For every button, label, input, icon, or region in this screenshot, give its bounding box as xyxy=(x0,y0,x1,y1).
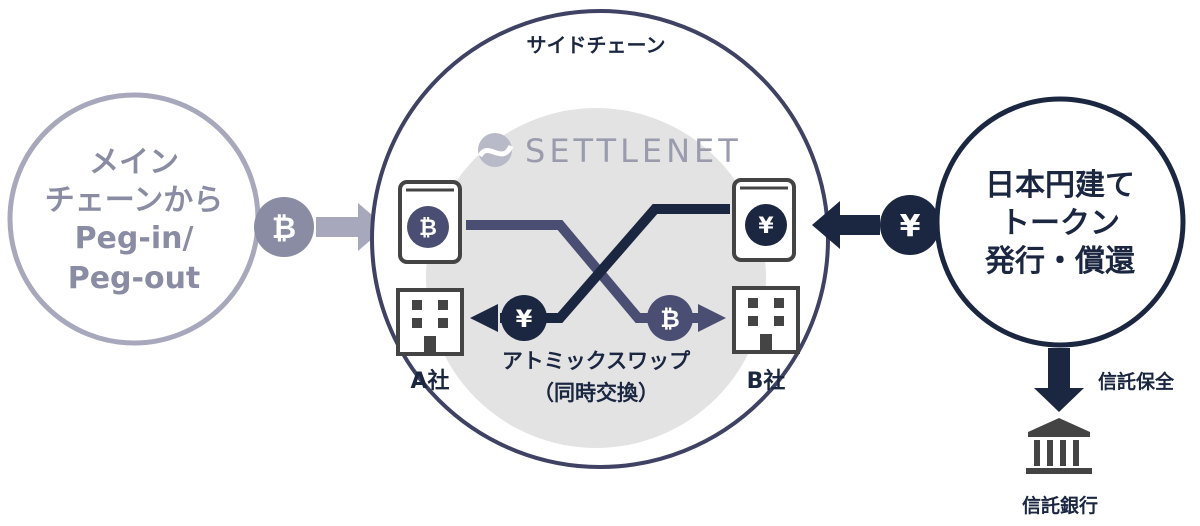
yen-symbol: ¥ xyxy=(516,305,533,333)
issue-arrow-icon xyxy=(812,201,880,249)
main-chain-label-4: Peg-out xyxy=(68,261,201,296)
arrow-to-a-icon xyxy=(470,304,498,332)
settlenet-logo: SETTLENET xyxy=(477,132,742,170)
btc-symbol: ₿ xyxy=(660,305,680,333)
arrow-to-b-icon xyxy=(698,304,726,332)
jpy-token-node: 日本円建て トークン 発行・償還 xyxy=(934,96,1186,348)
yen-coin-icon: ¥ xyxy=(880,195,940,255)
btc-coin-icon: ₿ xyxy=(254,197,314,257)
main-chain-label-3: Peg-in/ xyxy=(75,221,194,256)
wallet-a-icon: ₿ xyxy=(398,180,462,264)
atomic-swap-label-2: （同時交換） xyxy=(533,381,659,405)
trust-protect-label: 信託保全 xyxy=(1098,370,1175,393)
building-a-icon xyxy=(396,288,464,356)
main-chain-label-2: チェーンから xyxy=(45,183,224,218)
btc-symbol: ₿ xyxy=(272,211,296,246)
main-chain-node: メイン チェーンから Peg-in/ Peg-out xyxy=(7,92,261,346)
side-chain-label: サイドチェーン xyxy=(527,33,666,57)
trust-arrow-icon xyxy=(1034,348,1084,412)
bank-icon xyxy=(1026,418,1092,474)
wallet-b-icon: ¥ xyxy=(732,178,796,262)
swap-btc-coin-icon: ₿ xyxy=(647,295,693,341)
yen-symbol: ¥ xyxy=(758,214,774,239)
yen-symbol: ¥ xyxy=(900,209,921,244)
building-b-icon xyxy=(732,286,800,354)
swap-yen-coin-icon: ¥ xyxy=(501,295,547,341)
atomic-swap-label-1: アトミックスワップ xyxy=(502,349,691,373)
main-chain-label-1: メイン xyxy=(89,145,179,180)
company-a-label: A社 xyxy=(410,368,449,394)
jpy-token-label-3: 発行・償還 xyxy=(984,244,1136,279)
trust-bank-label: 信託銀行 xyxy=(1022,494,1098,517)
jpy-token-label-2: トークン xyxy=(1000,206,1120,241)
side-chain-node: サイドチェーン xyxy=(370,9,830,469)
btc-symbol: ₿ xyxy=(419,216,437,241)
jpy-token-label-1: 日本円建て xyxy=(985,168,1135,203)
company-b-label: B社 xyxy=(747,368,786,394)
brand-name: SETTLENET xyxy=(525,132,742,170)
